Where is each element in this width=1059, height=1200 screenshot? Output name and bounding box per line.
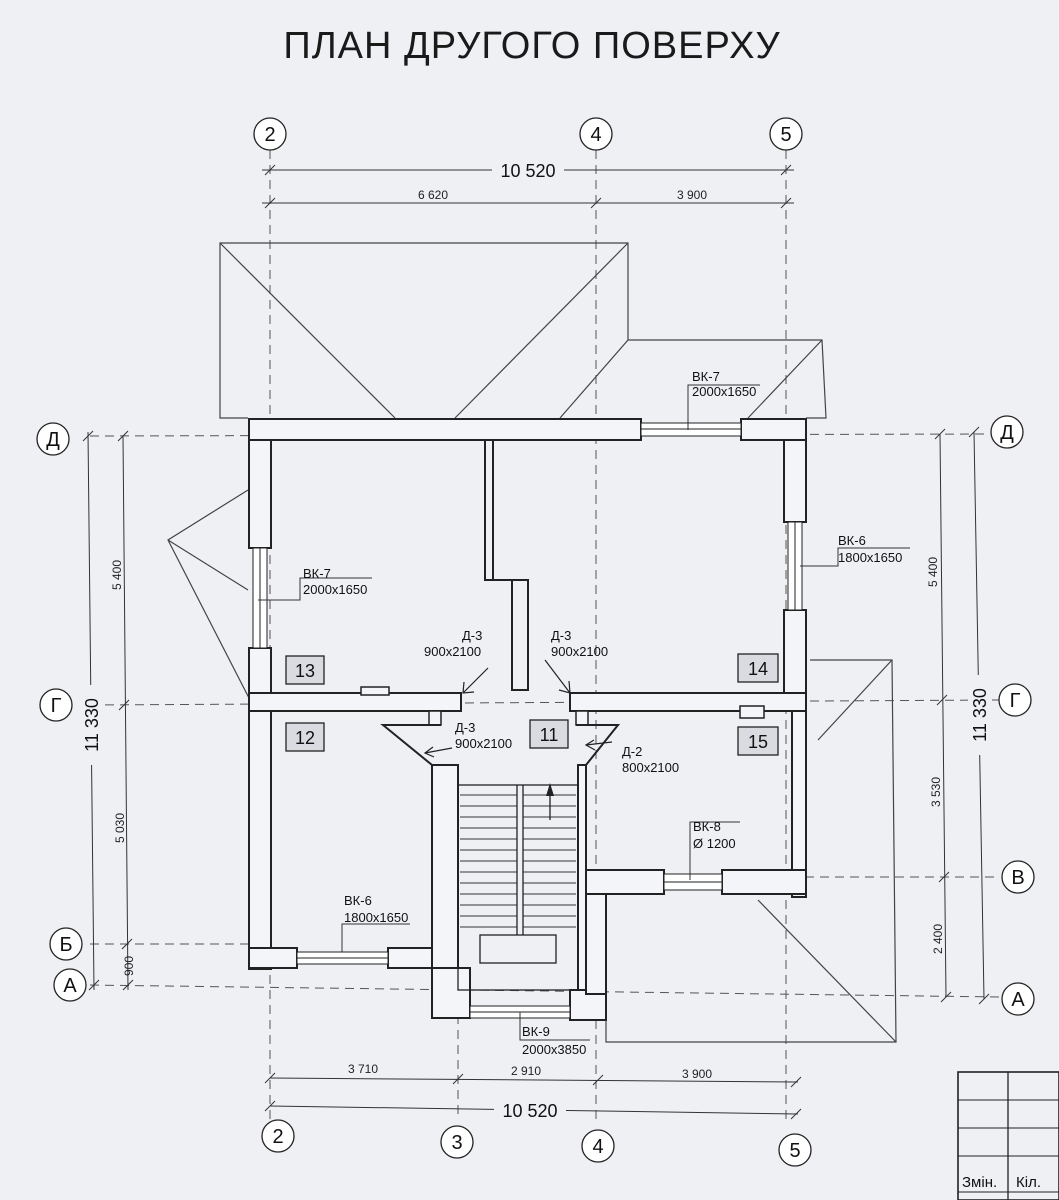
window-size-vk7-left: 2000x1650 <box>303 582 367 597</box>
window-code-vk6-bottom: ВК-6 <box>344 893 372 908</box>
axis-left-A: А <box>63 975 77 997</box>
door-size-d3-mid: 900x2100 <box>455 736 512 751</box>
axis-left-D: Д <box>46 429 60 451</box>
door-code-d2: Д-2 <box>622 744 642 759</box>
door-code-d3-right: Д-3 <box>551 628 571 643</box>
room-number-15: 15 <box>748 732 768 752</box>
axis-bottom-4: 4 <box>592 1136 603 1158</box>
dimension-lines: 10 520 6 620 3 900 3 710 2 910 3 900 10 … <box>80 160 992 1121</box>
dim-top-part-1: 6 620 <box>418 188 448 202</box>
axis-bottom-5: 5 <box>789 1140 800 1162</box>
door-swings <box>423 659 613 758</box>
stamp-col-changes: Змін. <box>962 1174 997 1191</box>
dim-right-part-1: 5 400 <box>926 557 940 587</box>
window-code-vk8: ВК-8 <box>693 819 721 834</box>
window-size-vk7-top: 2000x1650 <box>692 384 756 399</box>
window-code-vk6-right: ВК-6 <box>838 533 866 548</box>
room-number-13: 13 <box>295 661 315 681</box>
door-size-d3-right: 900x2100 <box>551 644 608 659</box>
axis-left-G: Г <box>51 695 62 717</box>
axis-top-5: 5 <box>780 124 791 146</box>
dim-top-part-2: 3 900 <box>677 188 707 202</box>
dim-right-total: 11 330 <box>970 688 990 742</box>
window-size-vk8: Ø 1200 <box>693 836 736 851</box>
axis-right-D: Д <box>1000 422 1014 444</box>
dim-left-total: 11 330 <box>82 698 102 752</box>
window-size-vk6-right: 1800x1650 <box>838 550 902 565</box>
axis-top-2: 2 <box>264 124 275 146</box>
axis-bubbles: 2 4 5 2 3 4 5 Д Г Б А Д Г В А <box>36 117 1035 1167</box>
door-size-d3-left: 900x2100 <box>424 644 481 659</box>
dim-bottom-part-3: 3 900 <box>682 1067 712 1081</box>
stamp-col-qty: Кіл. <box>1016 1174 1041 1191</box>
window-code-vk9: ВК-9 <box>522 1024 550 1039</box>
window-labels: ВК-7 2000x1650 ВК-7 2000x1650 ВК-6 1800x… <box>303 369 902 1057</box>
room-number-14: 14 <box>748 659 768 679</box>
window-size-vk6-bottom: 1800x1650 <box>344 910 408 925</box>
dim-bottom-total: 10 520 <box>502 1101 557 1121</box>
axis-right-G: Г <box>1010 690 1021 712</box>
door-labels: Д-3 900x2100 Д-3 900x2100 Д-3 900x2100 Д… <box>424 628 679 775</box>
staircase <box>457 783 579 991</box>
room-numbers: 13 14 12 11 15 <box>285 653 779 756</box>
door-code-d3-left: Д-3 <box>462 628 482 643</box>
dim-right-part-2: 3 530 <box>929 777 943 807</box>
axis-bottom-3: 3 <box>451 1132 462 1154</box>
dim-left-part-3: 900 <box>122 956 136 976</box>
axis-top-4: 4 <box>590 124 601 146</box>
window-code-vk7-left: ВК-7 <box>303 566 331 581</box>
dim-left-part-2: 5 030 <box>113 813 127 843</box>
dim-right-part-3: 2 400 <box>931 924 945 954</box>
roof-outlines <box>167 242 897 1043</box>
axis-right-V: В <box>1011 867 1024 889</box>
window-size-vk9: 2000x3850 <box>522 1042 586 1057</box>
axis-right-A: А <box>1011 989 1025 1011</box>
window-code-vk7-top: ВК-7 <box>692 369 720 384</box>
axis-bottom-2: 2 <box>272 1126 283 1148</box>
dim-bottom-part-1: 3 710 <box>348 1062 378 1076</box>
plan-title: ПЛАН ДРУГОГО ПОВЕРХУ <box>283 25 780 67</box>
door-code-d3-mid: Д-3 <box>455 720 475 735</box>
dim-left-part-1: 5 400 <box>110 560 124 590</box>
leader-lines <box>258 384 910 1041</box>
axis-left-B: Б <box>59 934 72 956</box>
door-size-d2: 800x2100 <box>622 760 679 775</box>
dim-top-total: 10 520 <box>500 161 555 181</box>
room-number-12: 12 <box>295 728 315 748</box>
title-block: Змін. Кіл. <box>957 1071 1059 1200</box>
dim-bottom-part-2: 2 910 <box>511 1064 541 1078</box>
room-number-11: 11 <box>540 725 559 745</box>
